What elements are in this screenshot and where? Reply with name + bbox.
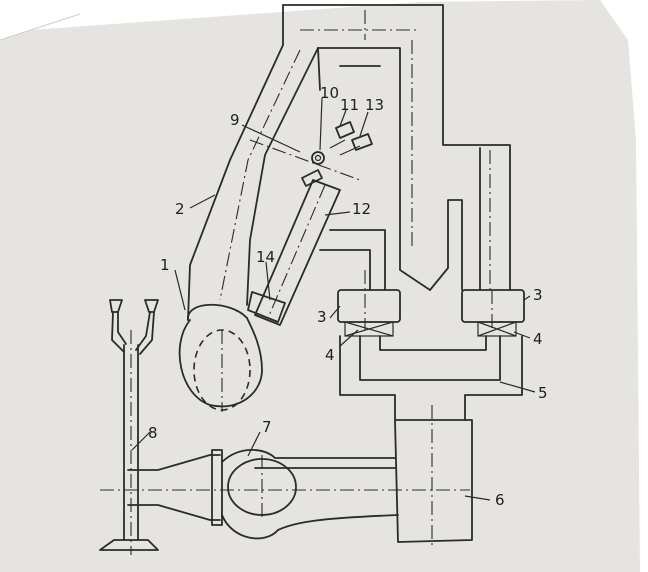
label-7: 7 bbox=[262, 418, 272, 436]
label-14: 14 bbox=[256, 248, 275, 266]
unit-6 bbox=[394, 405, 473, 545]
label-10: 10 bbox=[320, 84, 339, 102]
sampling-pipe bbox=[247, 121, 373, 326]
tower-shaft bbox=[282, 4, 511, 291]
label-4-left: 4 bbox=[325, 346, 335, 364]
label-9: 9 bbox=[230, 111, 240, 129]
label-2: 2 bbox=[175, 200, 185, 218]
leader-lines bbox=[131, 97, 536, 501]
inclined-duct bbox=[187, 44, 321, 321]
label-8: 8 bbox=[148, 424, 158, 442]
cyclone-assembly bbox=[319, 229, 525, 421]
label-4-right: 4 bbox=[533, 330, 543, 348]
label-11: 11 bbox=[340, 96, 359, 114]
part-labels: 1 2 3 3 4 4 5 6 7 8 9 10 11 13 12 14 bbox=[148, 84, 548, 509]
unit-1-body bbox=[178, 303, 263, 412]
stack-8 bbox=[99, 299, 159, 555]
fan-duct bbox=[100, 449, 470, 540]
label-3-left: 3 bbox=[317, 308, 327, 326]
label-5: 5 bbox=[538, 384, 548, 402]
label-6: 6 bbox=[495, 491, 505, 509]
label-3-right: 3 bbox=[533, 286, 543, 304]
label-13: 13 bbox=[365, 96, 384, 114]
label-12: 12 bbox=[352, 200, 371, 218]
label-1: 1 bbox=[160, 256, 170, 274]
